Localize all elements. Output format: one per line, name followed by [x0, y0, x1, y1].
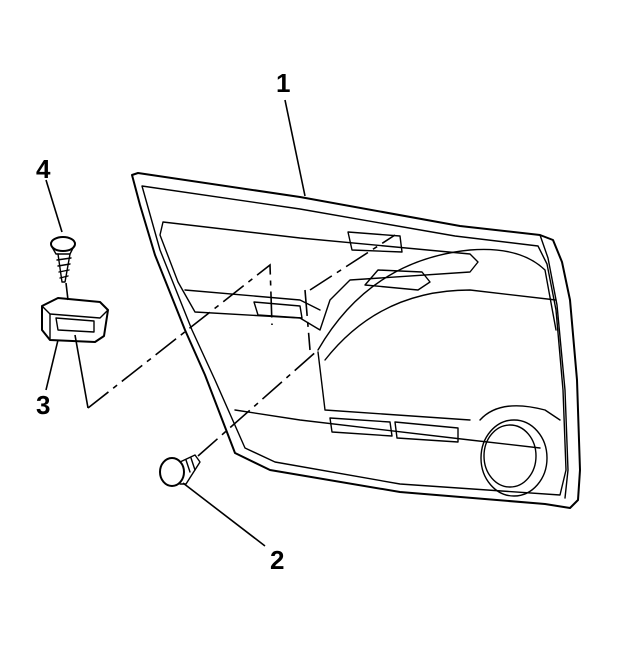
retainer-screw: [50, 236, 76, 283]
callout-1: 1: [276, 68, 290, 98]
callout-4: 4: [36, 154, 51, 184]
leader-lines: [45, 99, 306, 547]
screw-retainer: [41, 297, 109, 343]
callout-2: 2: [270, 545, 284, 575]
door-trim-panel: [131, 172, 581, 509]
panel-screw: [159, 454, 201, 487]
callout-3: 3: [36, 390, 50, 420]
assembly-lines: [65, 234, 396, 457]
